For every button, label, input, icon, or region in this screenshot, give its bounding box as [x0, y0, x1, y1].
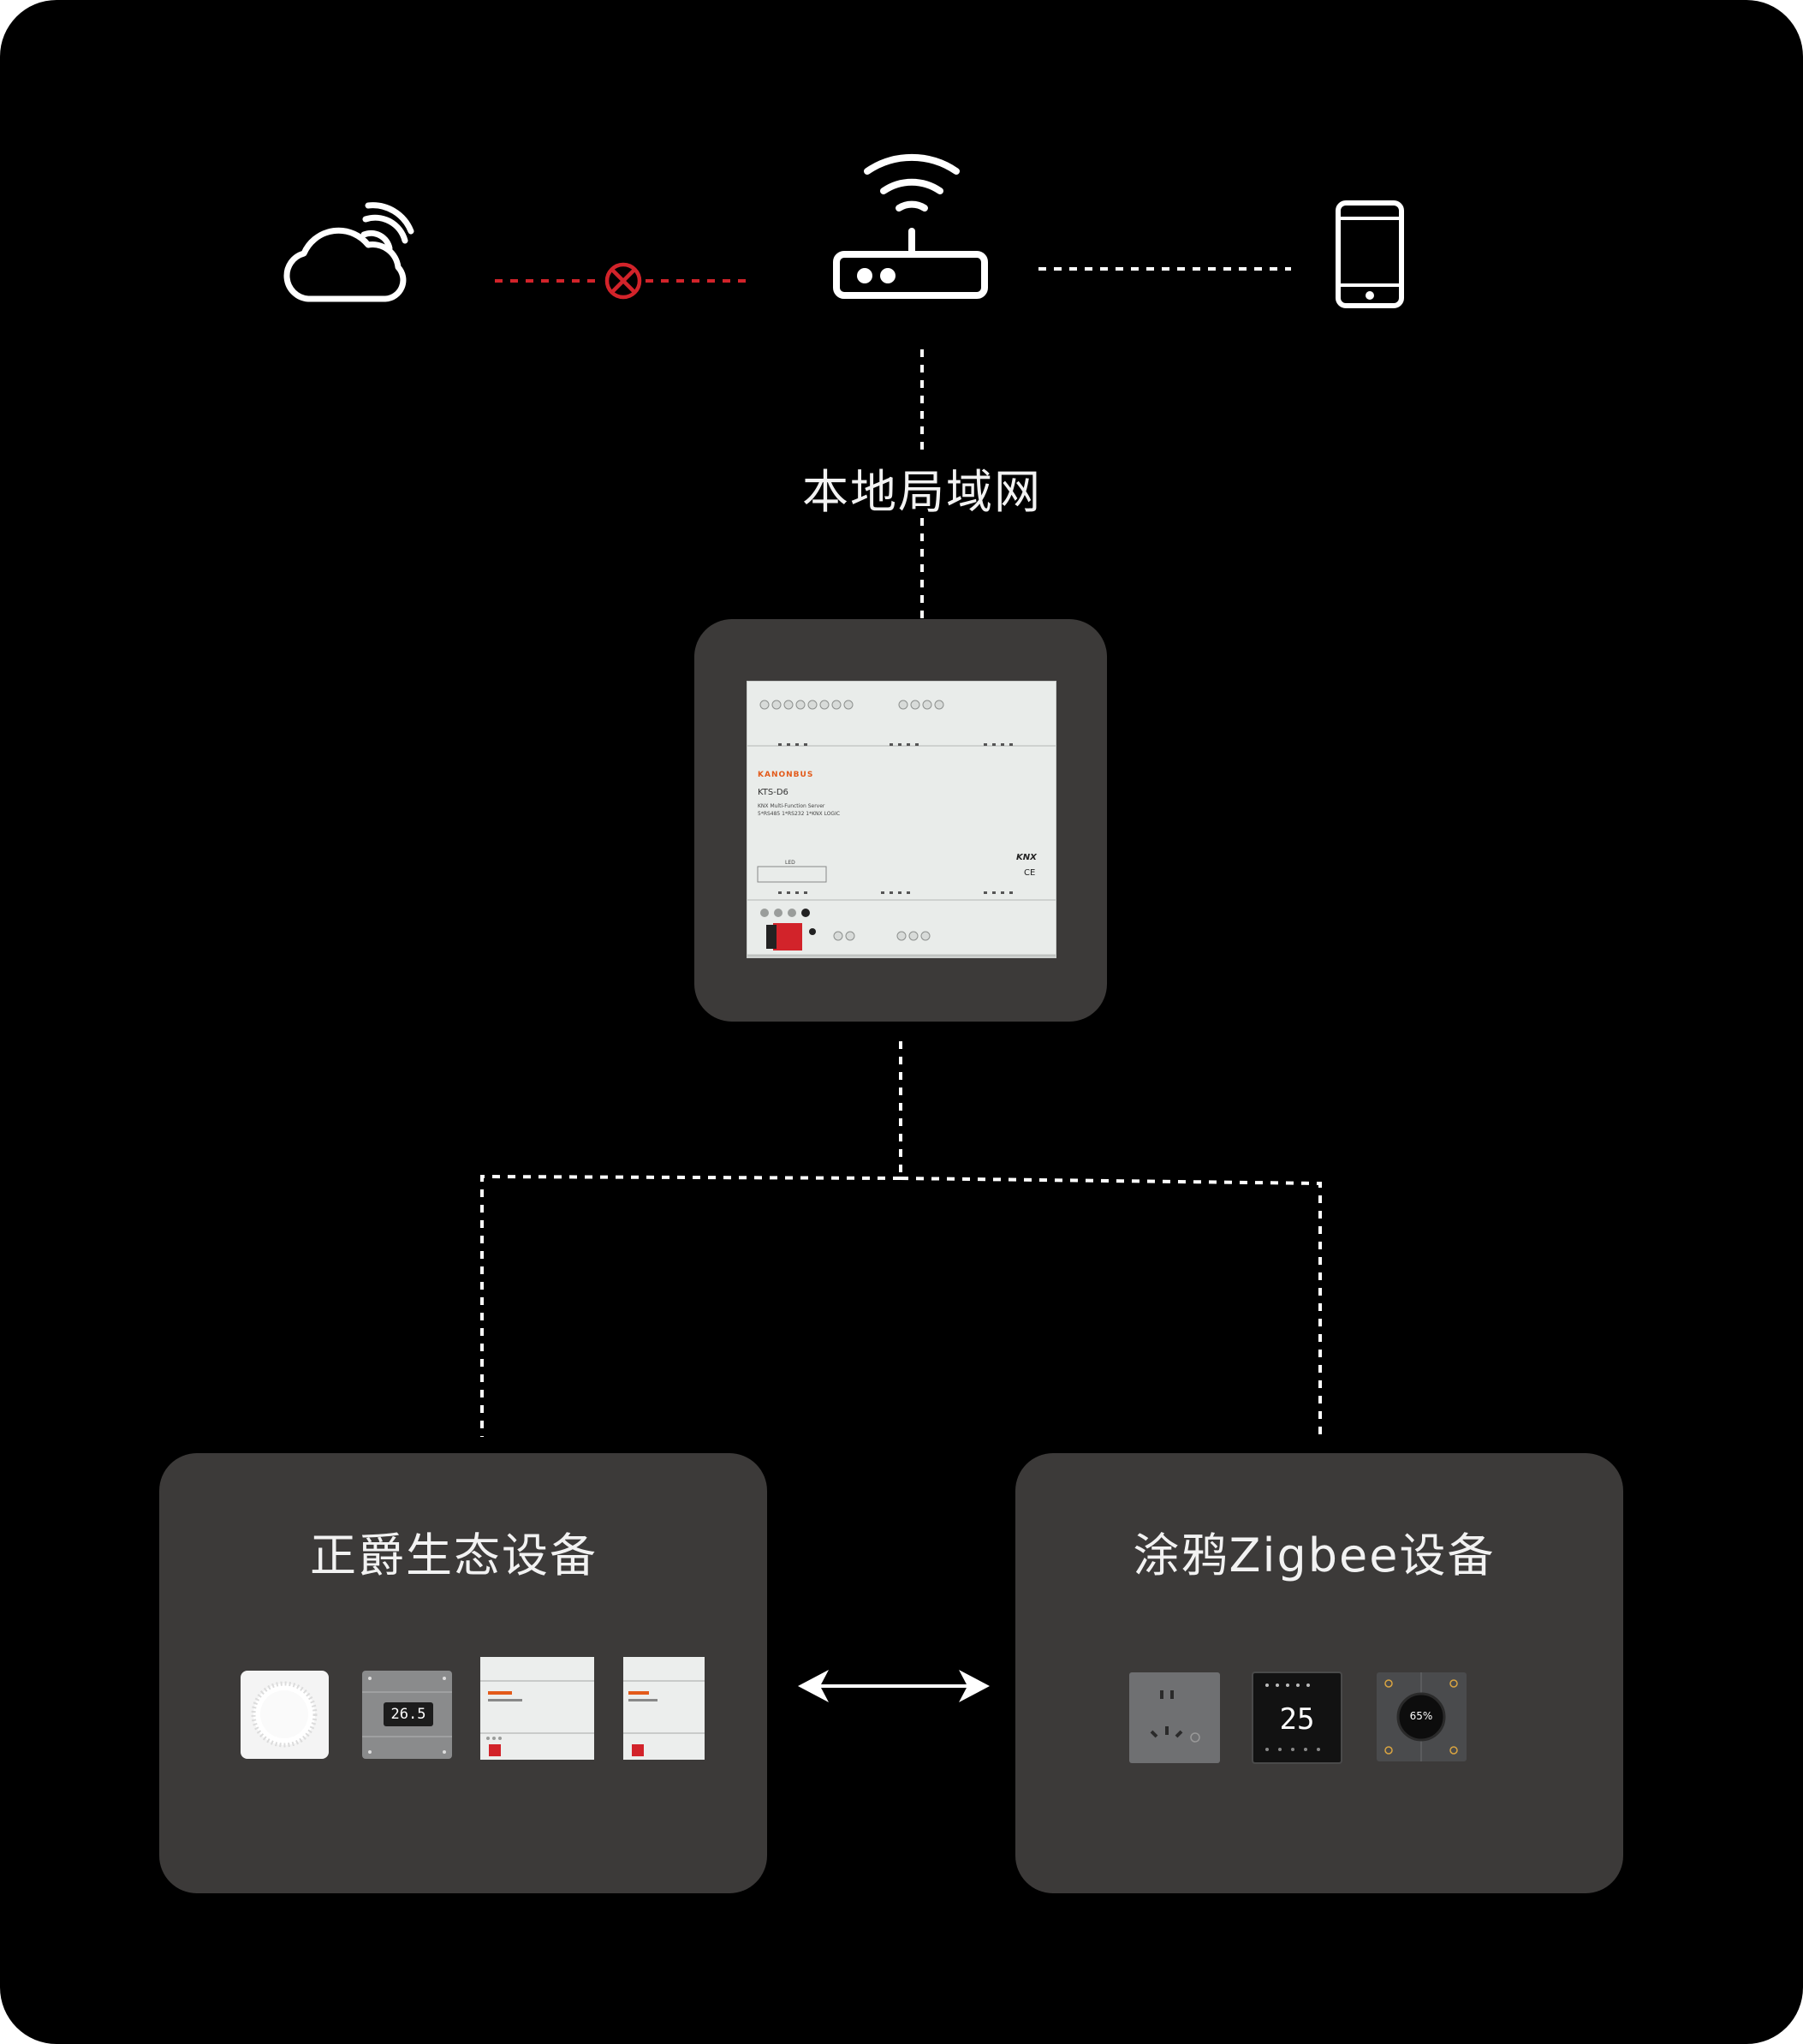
bidirectional-arrow-icon — [798, 1670, 990, 1702]
branch-left-link — [480, 1174, 902, 1437]
gateway-panel: KANONBUS KTS-D6 KNX Multi-Function Serve… — [694, 619, 1107, 1022]
lan-label: 本地局域网 — [802, 465, 1042, 519]
gateway-description: KNX Multi-Function Server — [758, 803, 825, 809]
branch-right-link — [900, 1177, 1322, 1437]
thermostat-display: 26.5 — [390, 1706, 426, 1723]
gateway-brand: KANONBUS — [758, 771, 814, 779]
knx-mark: KNX — [1016, 853, 1037, 862]
touch-thermostat-display: 25 — [1279, 1702, 1315, 1737]
gateway-terminals — [747, 700, 1056, 957]
gateway-led-label: LED — [785, 860, 795, 866]
left-group-title: 正爵生态设备 — [310, 1529, 598, 1582]
disconnect-icon — [604, 262, 642, 300]
dial-controller-display: 65% — [1409, 1710, 1433, 1722]
gateway-model: KTS-D6 — [758, 788, 788, 797]
right-group-title: 涂鸦Zigbee设备 — [1133, 1529, 1496, 1582]
gateway-device: KANONBUS KTS-D6 KNX Multi-Function Serve… — [747, 681, 1056, 958]
ce-mark: CE — [1024, 868, 1036, 878]
gateway-spec: 5*RS485 1*RS232 1*KNX LOGIC — [758, 811, 841, 817]
